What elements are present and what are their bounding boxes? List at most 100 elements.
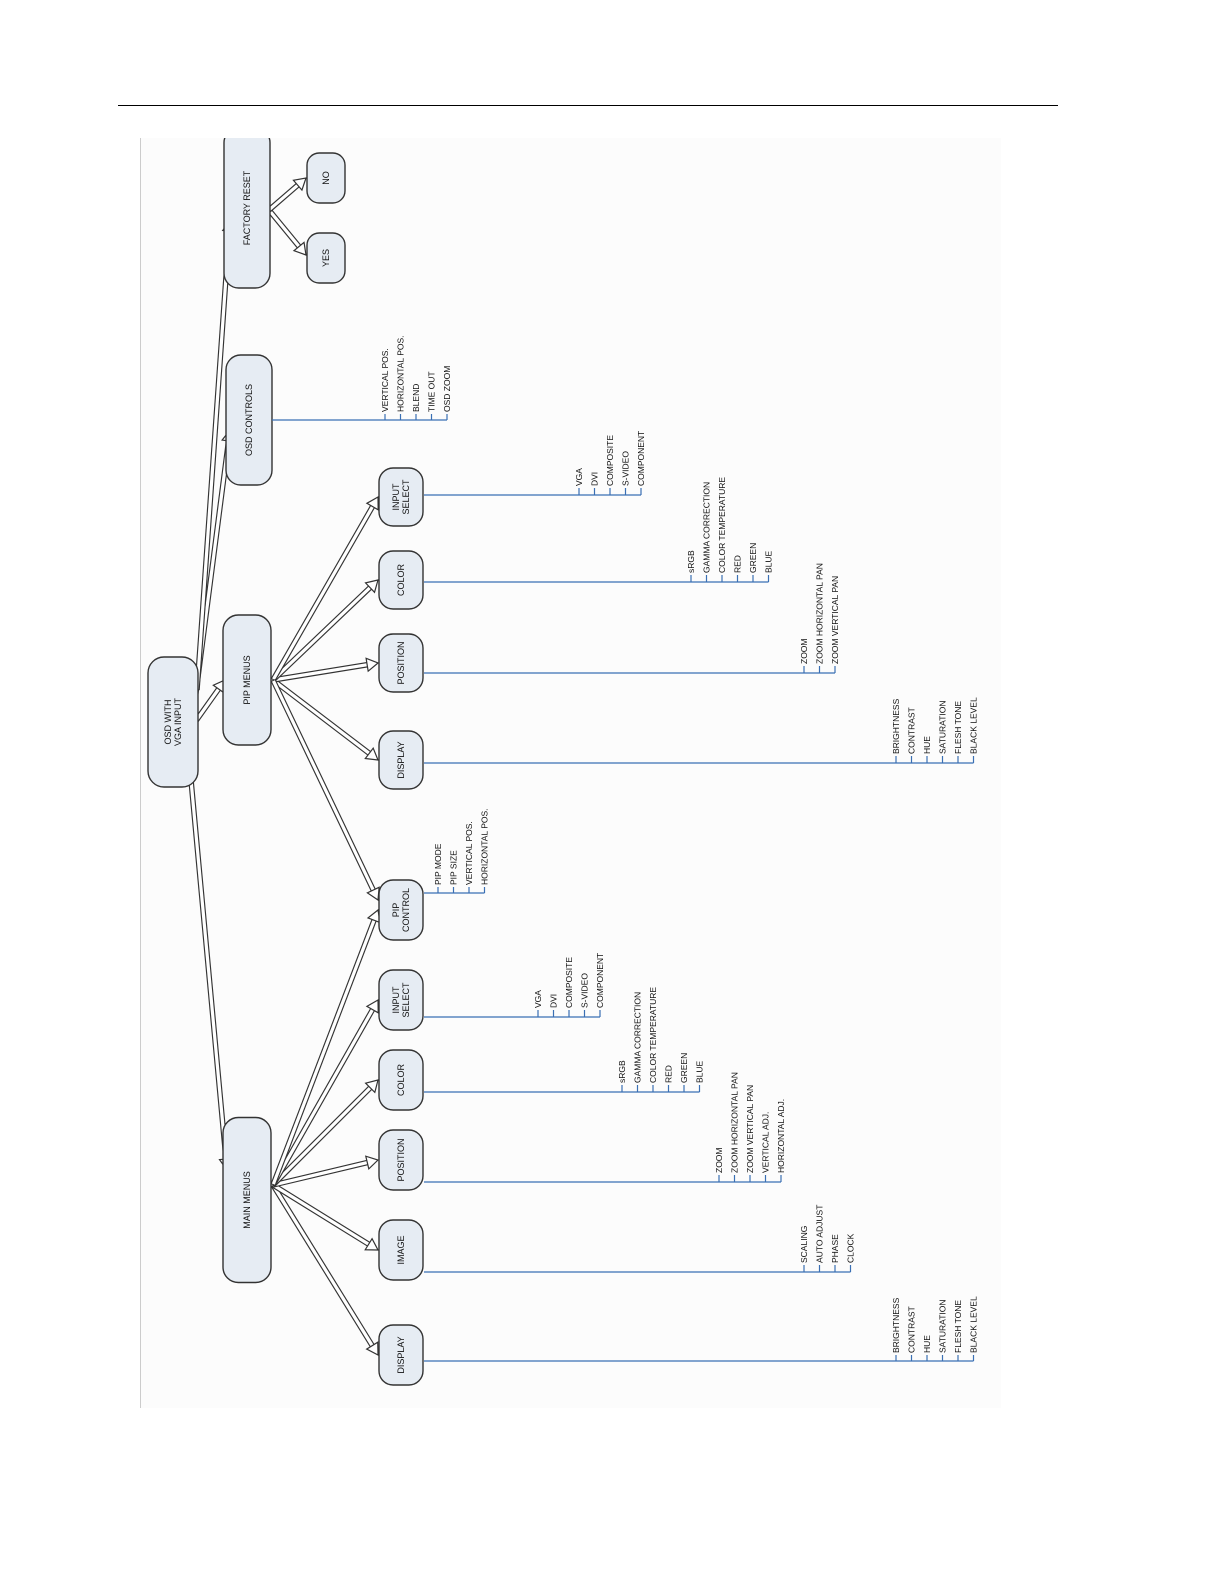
main-input-select-items: VGA DVI COMPOSITE S-VIDEO COMPONENT xyxy=(424,953,605,1018)
menu-item-label: OSD ZOOM xyxy=(442,366,452,412)
menu-item-label: GAMMA CORRECTION xyxy=(702,482,712,573)
menu-item-label: COMPOSITE xyxy=(605,435,615,486)
main-image-node[interactable]: IMAGE xyxy=(378,1219,424,1281)
menu-item-label: S-VIDEO xyxy=(580,973,590,1008)
main-pip-control-node-box xyxy=(378,879,424,941)
pip-color-node-label: COLOR xyxy=(396,564,406,597)
menu-item-label: BLACK LEVEL xyxy=(969,1296,979,1353)
pip-menus-node-label: PIP MENUS xyxy=(242,655,252,704)
menu-item-label: DVI xyxy=(590,472,600,486)
main-color-node[interactable]: COLOR xyxy=(378,1049,424,1111)
yes-node[interactable]: YES xyxy=(306,232,346,284)
arrow-pip-to-display xyxy=(271,677,379,761)
menu-item-label: BLUE xyxy=(695,1060,705,1083)
main-display-node[interactable]: DISPLAY xyxy=(378,1324,424,1386)
root-node-box xyxy=(147,656,199,788)
main-menus-node[interactable]: MAIN MENUS xyxy=(222,1116,272,1284)
main-position-node[interactable]: POSITION xyxy=(378,1129,424,1191)
menu-item-label: BLUE xyxy=(764,550,774,573)
osd-controls-node-label: OSD CONTROLS xyxy=(244,384,254,456)
menu-item-label: CLOCK xyxy=(846,1233,856,1263)
arrow-main-to-color xyxy=(271,1079,379,1187)
menu-item-label: PIP SIZE xyxy=(449,850,459,885)
osd-controls-node[interactable]: OSD CONTROLS xyxy=(225,354,273,486)
yes-node-box xyxy=(306,232,346,284)
menu-item-label: TIME OUT xyxy=(427,371,437,412)
arrow-factory-to-no xyxy=(267,177,307,213)
arrow-main-to-image xyxy=(271,1182,380,1251)
arrow-root-to-main xyxy=(188,779,234,1172)
arrow-main-to-display xyxy=(270,1183,379,1357)
main-input-select-node-box xyxy=(378,969,424,1031)
menu-item-label: VERTICAL POS. xyxy=(464,821,474,885)
menu-item-label: PHASE xyxy=(830,1234,840,1263)
menu-item-label: DVI xyxy=(549,994,559,1008)
menu-item-label: BLEND xyxy=(411,384,421,412)
main-position-node-box xyxy=(378,1129,424,1191)
arrow-pip-to-pip-control xyxy=(270,678,380,902)
pip-input-select-node-label: INPUT xyxy=(391,483,401,511)
pip-input-select-node-label: SELECT xyxy=(401,479,411,515)
arrow-pip-to-position xyxy=(272,657,380,683)
pip-color-node[interactable]: COLOR xyxy=(378,550,424,610)
menu-item-label: HORIZONTAL POS. xyxy=(396,335,406,412)
menu-item-label: BRIGHTNESS xyxy=(891,1297,901,1353)
main-position-node-label: POSITION xyxy=(396,1138,406,1181)
main-image-items: SCALING AUTO ADJUST PHASE CLOCK xyxy=(424,1205,856,1273)
menu-item-label: COMPONENT xyxy=(595,953,605,1008)
menu-item-label: HUE xyxy=(922,1335,932,1353)
menu-item-label: ZOOM HORIZONTAL PAN xyxy=(730,1072,740,1173)
main-image-node-box xyxy=(378,1219,424,1281)
menu-item-label: CONTRAST xyxy=(907,1306,917,1353)
menu-item-label: ZOOM xyxy=(799,639,809,665)
menu-item-label: ZOOM VERTICAL PAN xyxy=(830,576,840,664)
menu-item-label: COMPONENT xyxy=(636,431,646,486)
menu-item-label: HORIZONTAL POS. xyxy=(480,808,490,885)
menu-item-label: VERTICAL ADJ. xyxy=(761,1112,771,1173)
menu-item-label: RED xyxy=(664,1065,674,1083)
menu-item-label: SCALING xyxy=(799,1226,809,1263)
menu-item-label: VGA xyxy=(533,990,543,1008)
factory-reset-node[interactable]: FACTORY RESET xyxy=(223,138,271,289)
menu-item-label: HUE xyxy=(922,736,932,754)
menu-item-label: ZOOM xyxy=(714,1148,724,1174)
pip-display-node-label: DISPLAY xyxy=(396,741,406,778)
arrow-main-to-input-select xyxy=(270,998,379,1187)
menu-item-label: COLOR TEMPERATURE xyxy=(717,477,727,573)
main-pip-control-node-label: PIP xyxy=(391,903,401,918)
menu-item-label: FLESH TONE xyxy=(953,701,963,754)
factory-reset-node-label: FACTORY RESET xyxy=(242,170,252,245)
menu-item-label: FLESH TONE xyxy=(953,1300,963,1353)
main-color-node-label: COLOR xyxy=(396,1064,406,1097)
no-node-box xyxy=(306,152,346,204)
main-display-node-label: DISPLAY xyxy=(396,1336,406,1373)
arrow-pip-to-color xyxy=(271,579,379,682)
no-node[interactable]: NO xyxy=(306,152,346,204)
menu-item-label: HORIZONTAL ADJ. xyxy=(776,1099,786,1173)
menu-item-label: BRIGHTNESS xyxy=(891,698,901,754)
pip-menus-node[interactable]: PIP MENUS xyxy=(222,614,272,746)
menu-item-label: GAMMA CORRECTION xyxy=(633,992,643,1083)
main-menus-node-box xyxy=(222,1116,272,1284)
menu-item-label: COMPOSITE xyxy=(564,957,574,1008)
arrow-main-to-position xyxy=(272,1155,380,1188)
menu-item-label: sRGB xyxy=(686,550,696,573)
menu-item-label: COLOR TEMPERATURE xyxy=(648,987,658,1083)
main-input-select-node-label: INPUT xyxy=(391,986,401,1014)
menu-item-label: RED xyxy=(733,555,743,573)
menu-item-label: BLACK LEVEL xyxy=(969,697,979,754)
pip-display-node[interactable]: DISPLAY xyxy=(378,730,424,790)
menu-item-label: AUTO ADJUST xyxy=(815,1205,825,1263)
pip-position-node[interactable]: POSITION xyxy=(378,633,424,693)
pip-display-node-box xyxy=(378,730,424,790)
root-node-label: VGA INPUT xyxy=(173,697,183,746)
